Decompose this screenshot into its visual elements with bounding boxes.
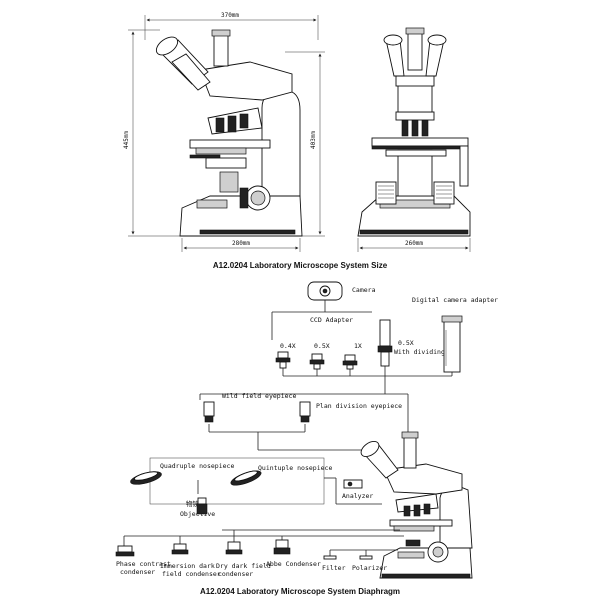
quintuple-label: Quintuple nosepiece	[258, 464, 332, 472]
wild-field-label: Wild field eyepiece	[222, 392, 296, 400]
condenser-2-line2: condenser	[218, 570, 253, 578]
adapter-0-4x-icon	[275, 351, 291, 369]
microscope-side-view	[155, 29, 303, 237]
camera-label: Camera	[352, 286, 376, 294]
adapter-0-5x-icon	[309, 353, 325, 370]
digital-adapter-label: Digital camera adapter	[412, 296, 498, 304]
wild-field-eyepiece-icon	[203, 401, 215, 423]
system-diagram: Camera Digital camera adapter CCD Adapte…	[115, 281, 498, 596]
plan-division-eyepiece-icon	[299, 401, 311, 423]
dry-dark-field-condenser-icon	[225, 541, 243, 555]
microscope-front-view	[357, 27, 471, 237]
adapter-label-1: 0.5X	[314, 342, 330, 350]
condenser-0-line2: condenser	[120, 568, 155, 576]
plan-division-label: Plan division eyepiece	[316, 402, 402, 410]
analyzer-label: Analyzer	[342, 492, 373, 500]
adapter-label-3: 0.5X	[398, 339, 414, 347]
adapter-1x-icon	[342, 354, 358, 370]
condenser-1-line1: Immersion dark	[160, 562, 215, 570]
width-dimension-label: 370mm	[221, 12, 239, 19]
right-height-label: 403mm	[310, 131, 317, 149]
filter-label: Filter	[322, 564, 346, 572]
digital-adapter-icon	[441, 315, 463, 373]
adapter-label-0: 0.4X	[280, 342, 296, 350]
polarizer-label: Polarizer	[352, 564, 387, 572]
polarizer-icon	[359, 555, 373, 560]
adapter-dividing-icon	[377, 319, 393, 367]
objective-icon	[196, 497, 208, 515]
microscope-system-view	[360, 431, 473, 579]
analyzer-icon	[343, 479, 363, 489]
adapter-label-2: 1X	[354, 342, 362, 350]
filter-icon	[323, 555, 337, 560]
ccd-adapter-label: CCD Adapter	[310, 316, 353, 324]
condenser-1-line2: field condenser	[162, 570, 221, 578]
condenser-2-line1: Dry dark field	[216, 562, 271, 570]
total-height-label: 445mm	[123, 131, 130, 149]
condenser-0-line1: Phase contrast	[116, 560, 171, 568]
system-caption: A12.0204 Laboratory Microscope System Di…	[200, 587, 400, 596]
side-width-label: 260mm	[405, 240, 423, 247]
base-width-label: 280mm	[232, 240, 250, 247]
adapter-sublabel-3: With dividing	[394, 348, 445, 356]
size-caption: A12.0204 Laboratory Microscope System Si…	[213, 261, 388, 270]
quadruple-label: Quadruple nosepiece	[160, 462, 234, 470]
quadruple-nosepiece-icon	[130, 471, 162, 485]
camera-icon	[307, 281, 343, 301]
quintuple-nosepiece-icon	[230, 470, 262, 486]
immersion-dark-field-condenser-icon	[171, 543, 189, 555]
condenser-3-line1: Abbe Condenser	[266, 560, 321, 568]
objective-cn-label: 物镜	[186, 499, 200, 508]
phase-contrast-condenser-icon	[115, 545, 135, 557]
abbe-condenser-icon	[273, 539, 291, 555]
size-diagram: 370mm 445mm 403mm	[123, 12, 471, 270]
